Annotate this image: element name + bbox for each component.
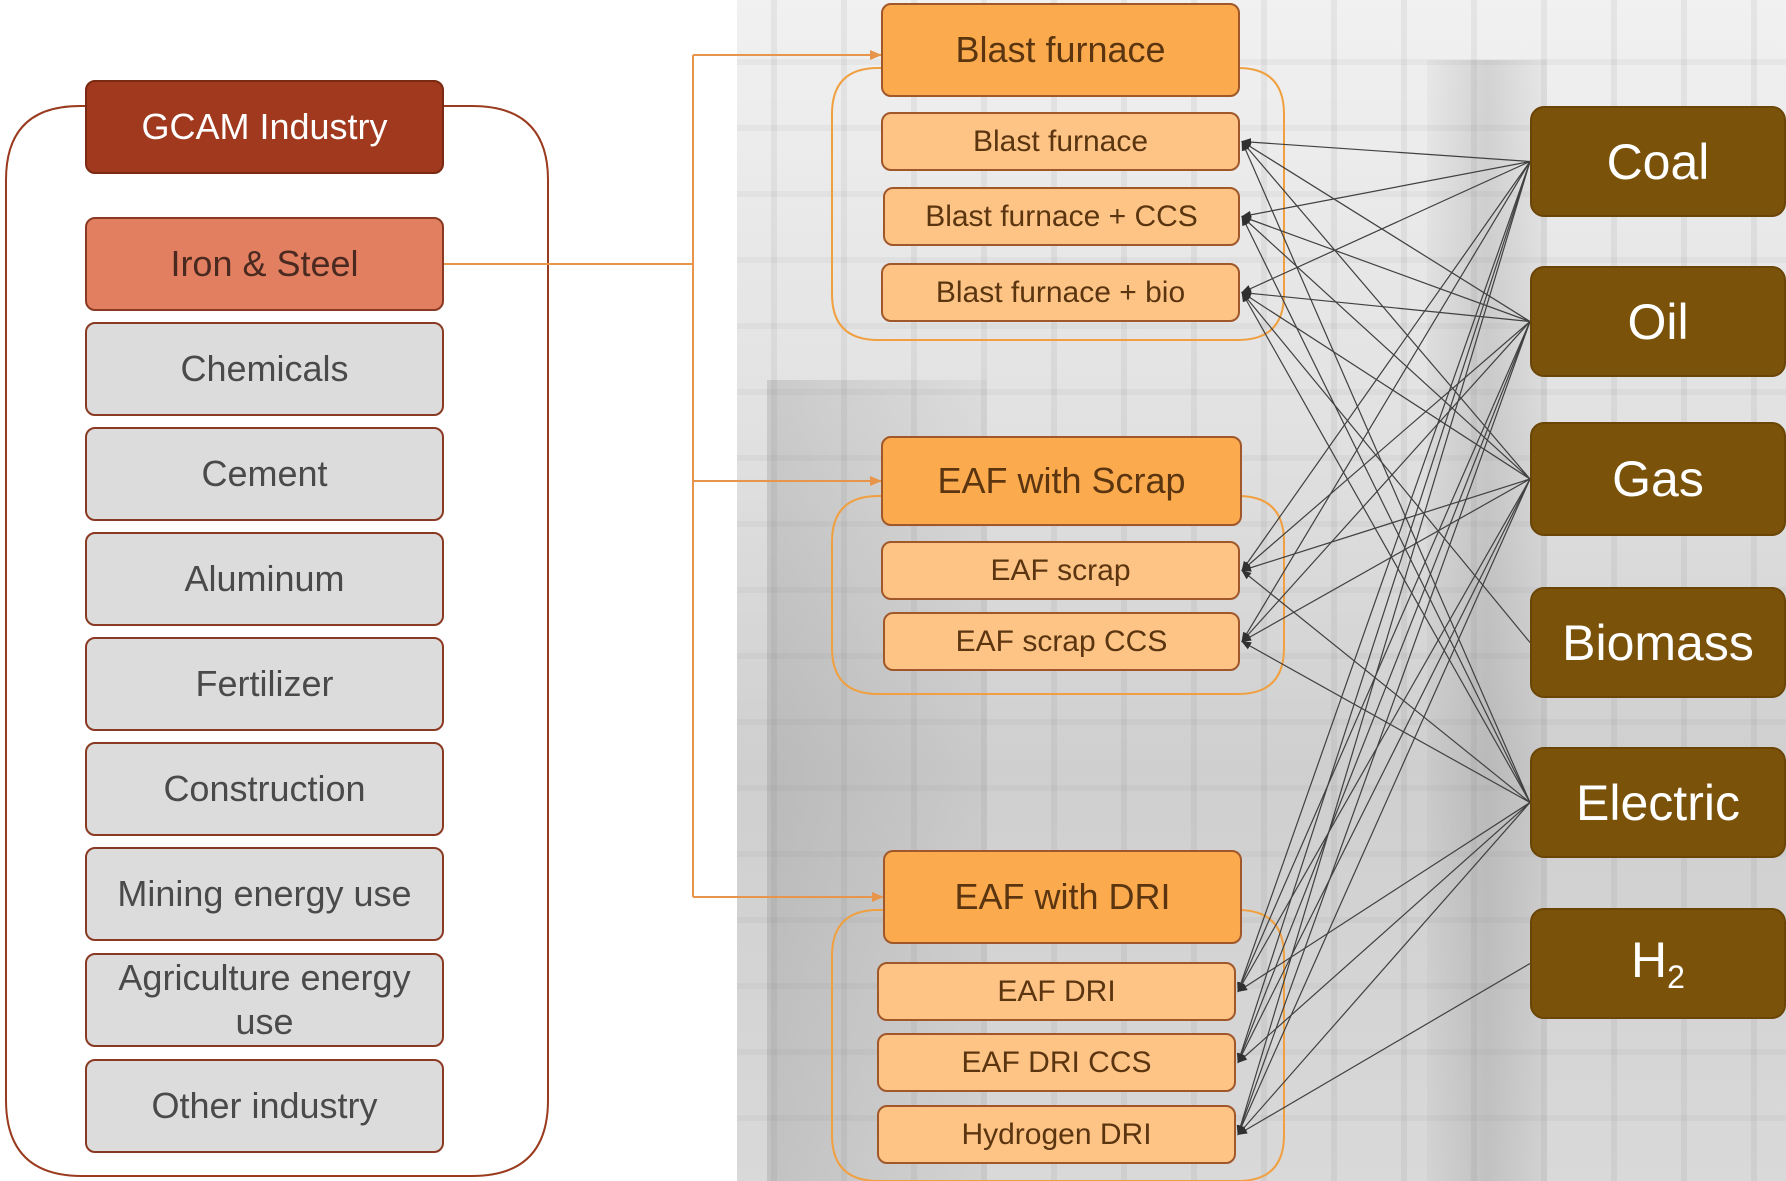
- wire-4-0: [1241, 140, 1531, 803]
- fuel-electric: Electric: [1530, 747, 1786, 858]
- sector-aluminum: Aluminum: [85, 532, 444, 626]
- route-group-outline-blast-furnace: [831, 67, 1285, 341]
- route-blast-furnace: Blast furnace: [881, 3, 1240, 97]
- route-blast-furnace-label: Blast furnace: [955, 29, 1166, 70]
- wire-0-0: [1241, 138, 1531, 163]
- wire-0-1: [1241, 160, 1531, 219]
- wire-2-6: [1237, 478, 1531, 1064]
- sector-construction-label: Construction: [163, 768, 366, 809]
- wire-3-2: [1241, 291, 1531, 643]
- wire-2-4: [1241, 478, 1531, 643]
- technology-eaf-dri: EAF DRI: [877, 962, 1236, 1021]
- wire-2-2: [1241, 291, 1531, 480]
- fuel-h2: H2: [1530, 908, 1786, 1019]
- wire-1-6: [1237, 321, 1531, 1064]
- sector-fertilizer-label: Fertilizer: [195, 663, 334, 704]
- fuel-oil-label: Oil: [1627, 293, 1689, 350]
- wire-1-5: [1237, 321, 1531, 993]
- fuel-coal: Coal: [1530, 106, 1786, 217]
- wire-1-4: [1241, 321, 1531, 643]
- sector-iron-steel-label: Iron & Steel: [170, 243, 359, 284]
- wire-1-2: [1241, 289, 1531, 323]
- sector-chemicals: Chemicals: [85, 322, 444, 416]
- sector-cement: Cement: [85, 427, 444, 521]
- technology-hydrogen-dri-label: Hydrogen DRI: [961, 1117, 1152, 1151]
- sector-iron-steel: Iron & Steel: [85, 217, 444, 311]
- gcam-industry-title: GCAM Industry: [85, 80, 444, 174]
- wire-0-5: [1237, 161, 1531, 993]
- technology-blast-furnace-label: Blast furnace: [972, 124, 1149, 158]
- fuel-electric-label: Electric: [1576, 774, 1740, 831]
- technology-blast-furnace-bio-label: Blast furnace + bio: [935, 275, 1186, 309]
- route-eaf-with-dri-label: EAF with DRI: [954, 876, 1171, 917]
- sector-chemicals-label: Chemicals: [180, 348, 349, 389]
- wire-4-7: [1237, 802, 1531, 1136]
- route-group-outline-eaf-with-dri: [831, 909, 1285, 1181]
- wire-1-3: [1241, 321, 1531, 572]
- wire-4-4: [1241, 640, 1531, 804]
- gcam-industry-title-label: GCAM Industry: [141, 106, 388, 147]
- wire-0-2: [1241, 160, 1531, 294]
- fuel-coal-label: Coal: [1606, 133, 1710, 190]
- technology-blast-furnace-ccs: Blast furnace + CCS: [883, 187, 1240, 246]
- fuel-gas-label: Gas: [1612, 451, 1704, 507]
- technology-hydrogen-dri: Hydrogen DRI: [877, 1105, 1236, 1164]
- technology-eaf-scrap-ccs-label: EAF scrap CCS: [955, 624, 1168, 658]
- wire-5-7: [1237, 962, 1531, 1136]
- wire-0-4: [1241, 161, 1531, 643]
- sector-other-industry-label: Other industry: [151, 1085, 378, 1126]
- fuel-oil: Oil: [1530, 266, 1786, 377]
- wire-4-5: [1237, 801, 1531, 993]
- sector-aluminum-label: Aluminum: [184, 558, 345, 599]
- fuel-subscript: 2: [1667, 959, 1685, 995]
- fuel-gas: Gas: [1530, 422, 1786, 536]
- wire-4-6: [1237, 802, 1531, 1064]
- route-eaf-with-scrap: EAF with Scrap: [881, 436, 1242, 526]
- wire-0-6: [1236, 161, 1531, 1064]
- sector-fertilizer: Fertilizer: [85, 637, 444, 731]
- technology-eaf-dri-label: EAF DRI: [997, 974, 1116, 1008]
- route-eaf-with-dri: EAF with DRI: [883, 850, 1242, 944]
- wire-2-7: [1237, 478, 1531, 1136]
- technology-eaf-dri-ccs: EAF DRI CCS: [877, 1033, 1236, 1092]
- wire-2-0: [1241, 140, 1531, 480]
- wire-4-3: [1241, 569, 1531, 803]
- technology-blast-furnace-ccs-label: Blast furnace + CCS: [925, 199, 1198, 233]
- sector-agriculture-energy-use: Agriculture energy use: [85, 953, 444, 1047]
- wire-2-1: [1241, 215, 1531, 480]
- fuel-biomass-label: Biomass: [1562, 614, 1754, 671]
- wire-2-5: [1237, 478, 1531, 993]
- wire-4-1: [1241, 215, 1531, 803]
- route-eaf-with-scrap-label: EAF with Scrap: [937, 460, 1186, 501]
- wire-1-7: [1237, 321, 1531, 1136]
- gcam-industry-outline: [5, 105, 549, 1177]
- technology-eaf-scrap: EAF scrap: [881, 541, 1240, 600]
- wire-4-2: [1241, 291, 1531, 803]
- wire-0-3: [1241, 161, 1531, 572]
- wire-0-7: [1236, 161, 1531, 1136]
- sector-mining-energy-use: Mining energy use: [85, 847, 444, 941]
- sector-agriculture-energy-use-label: Agriculture energy use: [118, 957, 411, 1042]
- fuel-biomass: Biomass: [1530, 587, 1786, 698]
- sector-cement-label: Cement: [201, 453, 328, 494]
- wire-1-0: [1241, 140, 1531, 323]
- technology-blast-furnace: Blast furnace: [881, 112, 1240, 171]
- technology-eaf-scrap-label: EAF scrap: [990, 553, 1131, 587]
- fuel-h2-label: H2: [1631, 932, 1685, 995]
- technology-eaf-scrap-ccs: EAF scrap CCS: [883, 612, 1240, 671]
- sector-construction: Construction: [85, 742, 444, 836]
- technology-eaf-dri-ccs-label: EAF DRI CCS: [961, 1045, 1152, 1079]
- technology-blast-furnace-bio: Blast furnace + bio: [881, 263, 1240, 322]
- wire-2-3: [1241, 478, 1531, 572]
- sector-mining-energy-use-label: Mining energy use: [117, 873, 412, 914]
- sector-other-industry: Other industry: [85, 1059, 444, 1153]
- wire-1-1: [1241, 215, 1531, 323]
